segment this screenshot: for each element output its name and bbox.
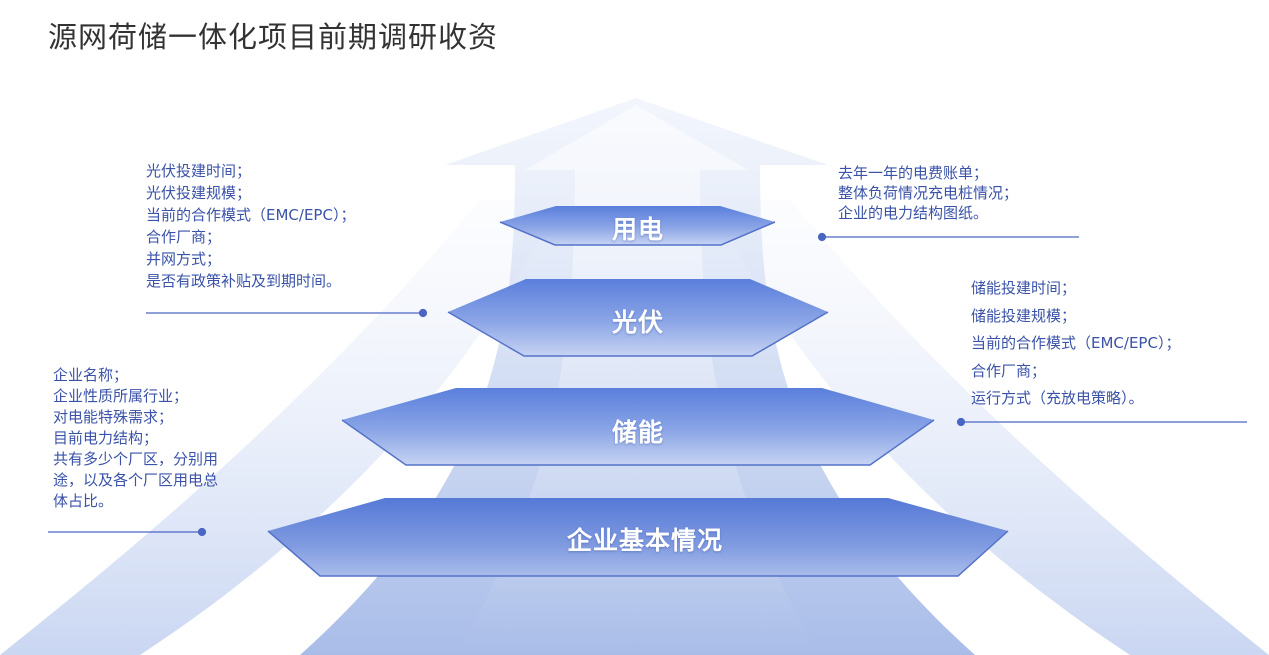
note-storage-details: 储能投建时间； 储能投建规模； 当前的合作模式（EMC/EPC）； 合作厂商； …	[971, 275, 1180, 413]
note-line: 是否有政策补贴及到期时间。	[146, 272, 342, 290]
tier-edge	[447, 311, 829, 357]
tier-hexagon-pv	[448, 279, 828, 356]
connector-dot	[956, 417, 966, 427]
note-line: 体占比。	[53, 492, 114, 510]
tier-label-storage: 储能	[611, 418, 664, 447]
note-line: 当前的合作模式（EMC/EPC）；	[146, 206, 356, 224]
note-line: 合作厂商；	[146, 228, 222, 246]
note-line: 目前电力结构；	[53, 429, 159, 447]
tier-hexagon-storage	[342, 388, 934, 465]
note-line: 企业性质所属行业；	[53, 387, 189, 405]
note-line: 整体负荷情况充电桩情况；	[838, 184, 1019, 202]
tier-hexagon-power-use	[500, 206, 775, 245]
tier-edge	[341, 419, 935, 466]
note-line: 对电能特殊需求；	[53, 408, 174, 426]
tier-hexagon-enterprise	[268, 498, 1008, 576]
tier-label-enterprise: 企业基本情况	[566, 526, 723, 555]
tier-edge	[267, 530, 1009, 577]
connector-dot	[197, 527, 207, 537]
note-line: 储能投建时间；	[971, 279, 1077, 297]
connector-dot	[418, 308, 428, 318]
note-line: 企业名称；	[53, 366, 129, 384]
note-line: 共有多少个厂区，分别用	[53, 450, 219, 468]
right-wing-sweep	[710, 200, 1269, 655]
note-line: 当前的合作模式（EMC/EPC）；	[971, 334, 1181, 352]
note-power-use-details: 去年一年的电费账单； 整体负荷情况充电桩情况； 企业的电力结构图纸。	[838, 163, 1018, 223]
note-line: 储能投建规模；	[971, 306, 1077, 325]
note-line: 途，以及各个厂区用电总	[53, 471, 219, 489]
page-title: 源网荷储一体化项目前期调研收资	[48, 20, 499, 54]
connector-dot	[817, 232, 827, 242]
tier-label-power-use: 用电	[611, 215, 664, 244]
note-line: 合作厂商；	[971, 361, 1047, 380]
note-pv-details: 光伏投建时间； 光伏投建规模； 当前的合作模式（EMC/EPC）； 合作厂商； …	[146, 160, 355, 292]
note-line: 运行方式（充放电策略）。	[971, 389, 1144, 407]
tier-edge	[499, 221, 776, 246]
note-line: 光伏投建时间；	[146, 162, 252, 180]
note-line: 光伏投建规模；	[146, 184, 252, 202]
note-line: 去年一年的电费账单；	[838, 164, 989, 182]
note-line: 并网方式；	[146, 250, 222, 268]
note-line: 企业的电力结构图纸。	[838, 204, 989, 222]
note-enterprise-details: 企业名称； 企业性质所属行业； 对电能特殊需求； 目前电力结构； 共有多少个厂区…	[53, 365, 218, 512]
tier-label-pv: 光伏	[611, 308, 664, 337]
